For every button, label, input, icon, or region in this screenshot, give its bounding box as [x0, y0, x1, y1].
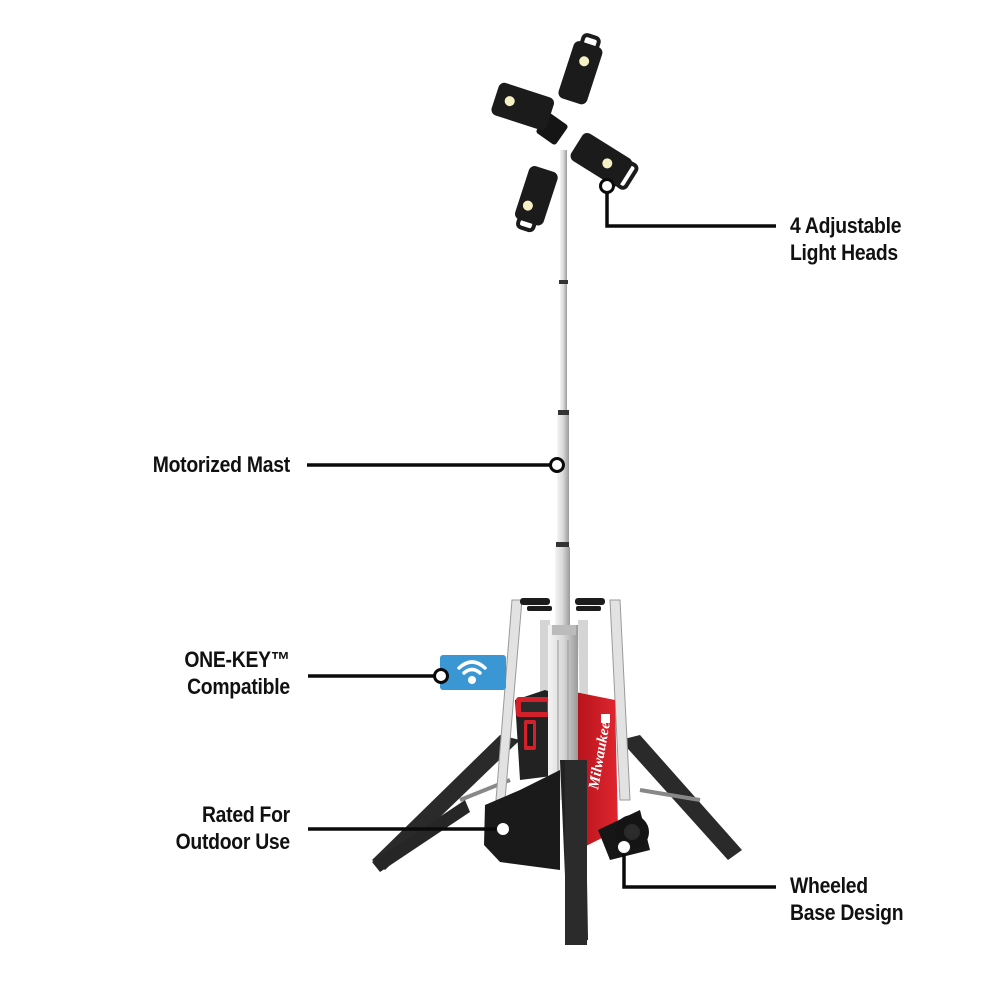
- control-body: Milwaukee: [515, 690, 618, 850]
- callout-motorized-mast: Motorized Mast: [152, 452, 290, 477]
- dot-mast: [549, 457, 565, 473]
- callout-wheeled-base: Wheeled Base Design: [790, 873, 904, 925]
- dot-outdoor: [496, 822, 510, 836]
- wifi-icon: [457, 660, 487, 684]
- callout-dots: [433, 178, 631, 854]
- callout-outdoor-use: Rated For Outdoor Use: [175, 802, 291, 854]
- leader-lines: [307, 192, 776, 889]
- dot-wheels: [617, 840, 631, 854]
- one-key-tag: [440, 655, 506, 690]
- front-leg-base: [372, 760, 650, 945]
- dot-one-key: [433, 668, 449, 684]
- callout-one-key: ONE-KEY™ Compatible: [184, 647, 291, 699]
- leader-light-heads: [605, 192, 776, 228]
- callout-light-heads: 4 Adjustable Light Heads: [790, 213, 902, 265]
- dot-light-heads: [599, 178, 615, 194]
- telescoping-mast: [548, 150, 578, 800]
- light-head-cluster: [491, 33, 639, 233]
- rear-legs: [372, 735, 742, 870]
- leader-wheels: [622, 853, 776, 889]
